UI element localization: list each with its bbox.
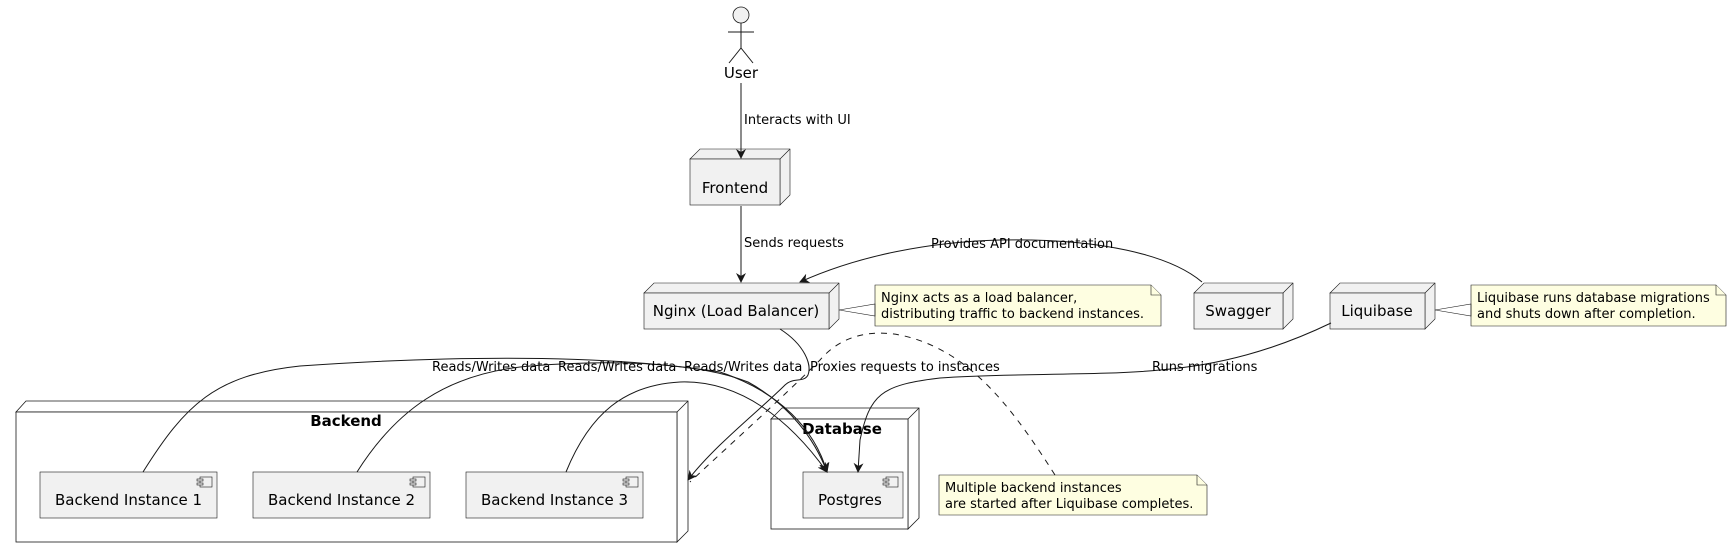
backend-instance-1-label: Backend Instance 1 [55,491,202,509]
liquibase-node[interactable]: Liquibase [1329,282,1436,330]
database-package[interactable]: Database Postgres [770,407,920,530]
nginx-note-fold [1150,285,1161,296]
component-icon [199,476,213,488]
component-icon-tab-bottom [409,482,417,486]
liquibase-note-body [1470,284,1727,327]
user-actor[interactable]: User [724,6,759,82]
backend-instance-2[interactable]: Backend Instance 2 [252,471,431,519]
component-icon-tab-bottom [196,482,204,486]
nginx-node[interactable]: Nginx (Load Balancer) [643,282,840,330]
component-icon-tab-top [622,478,630,482]
user-label: User [724,64,759,82]
nginx-node-face [643,292,830,330]
edge-nginx-backend [687,328,810,481]
edge-user-frontend-label: Interacts with UI [744,113,851,128]
nginx-node-edge [828,282,840,294]
backend-package-title: Backend [310,412,382,430]
edge-backend2-postgres [356,362,829,473]
nginx-note: Nginx acts as a load balancer, distribut… [838,284,1162,327]
backend-package-edge [676,400,689,413]
liquibase-label: Liquibase [1341,302,1412,320]
backend-package[interactable]: Backend Backend Instance 1 Backend Insta… [15,400,689,543]
frontend-node-edge [779,148,791,160]
liquibase-node-face [1329,292,1426,330]
liquibase-note-line-1: Liquibase runs database migrations [1477,291,1710,306]
component-icon-tab-top [196,478,204,482]
database-package-title: Database [802,420,882,438]
component-icon-tab-bottom [622,482,630,486]
postgres-component[interactable]: Postgres [802,471,904,519]
component-icon-tab-bottom [882,482,890,486]
postgres-label: Postgres [818,491,882,509]
edge-backend3-postgres [565,381,828,473]
backend-instance-2-box [252,471,431,519]
frontend-node[interactable]: Frontend [689,148,791,206]
liquibase-note: Liquibase runs database migrations and s… [1434,284,1727,327]
edge-liquibase-postgres-label: Runs migrations [1152,360,1258,375]
edge-backend1-postgres-label: Reads/Writes data [432,360,550,375]
nginx-label: Nginx (Load Balancer) [653,302,820,320]
liquibase-note-line-2: and shuts down after completion. [1477,307,1696,322]
component-icon-tab-top [882,478,890,482]
edge-swagger-nginx-label: Provides API documentation [931,237,1113,252]
component-icon-tab-top [409,478,417,482]
backend-note-line-2: are started after Liquibase completes. [945,497,1193,512]
user-actor-left-leg [728,47,742,64]
frontend-label: Frontend [702,179,768,197]
database-package-edge [907,407,920,420]
backend-instance-3-box [465,471,644,519]
component-icon [412,476,426,488]
edge-liquibase-postgres [853,322,1332,473]
edge-nginx-backend-label: Proxies requests to instances [810,360,1000,375]
nginx-note-body [874,284,1162,327]
swagger-label: Swagger [1205,302,1271,320]
backend-note-fold [1196,475,1207,486]
edge-frontend-nginx-label: Sends requests [744,236,844,251]
backend-instance-3[interactable]: Backend Instance 3 [465,471,644,519]
nginx-note-line-1: Nginx acts as a load balancer, [881,291,1077,306]
nginx-note-link [838,303,876,317]
edge-backend3-postgres-label: Reads/Writes data [684,360,802,375]
component-icon [625,476,639,488]
backend-instance-2-label: Backend Instance 2 [268,491,415,509]
backend-instance-1-box [39,471,218,519]
swagger-node-face [1193,292,1284,330]
backend-note-link [689,332,1056,483]
frontend-node-face [689,158,781,206]
backend-note: Multiple backend instances are started a… [938,474,1208,516]
user-actor-head [732,6,750,24]
liquibase-note-fold [1715,285,1726,296]
liquibase-note-link [1434,303,1472,317]
liquibase-node-edge [1424,282,1436,294]
edge-swagger-nginx [799,239,1203,283]
swagger-node[interactable]: Swagger [1193,282,1294,330]
backend-instance-1[interactable]: Backend Instance 1 [39,471,218,519]
nginx-note-line-2: distributing traffic to backend instance… [881,307,1144,322]
backend-note-line-1: Multiple backend instances [945,481,1122,496]
edge-backend2-postgres-label: Reads/Writes data [558,360,676,375]
swagger-node-edge [1282,282,1294,294]
backend-instance-3-label: Backend Instance 3 [481,491,628,509]
user-actor-right-leg [740,47,754,64]
component-icon [885,476,899,488]
backend-note-body [938,474,1208,516]
